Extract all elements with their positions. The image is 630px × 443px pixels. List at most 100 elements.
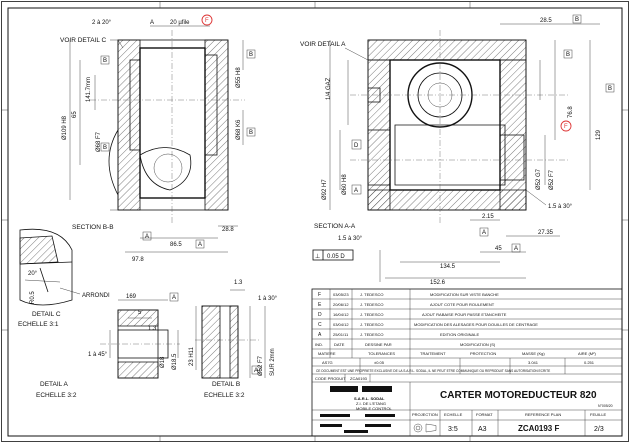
label-voir-detail-c: VOIR DETAIL C [60, 37, 107, 44]
rev-marker-2 [560, 120, 572, 132]
dim-18: Ø18 [160, 356, 166, 368]
label-detail-b: DETAIL B [212, 381, 240, 388]
svg-text:MOBILE CONTROL: MOBILE CONTROL [356, 406, 393, 411]
dim-141: 141.7mm [86, 77, 92, 102]
label-voir-detail-a: VOIR DETAIL A [300, 41, 346, 48]
dim-52g7: Ø52 G7 [536, 168, 542, 190]
dim-97-8: 97.8 [132, 257, 144, 263]
dim-1-3: 1.3 [148, 326, 157, 332]
svg-text:03/04/12: 03/04/12 [333, 322, 349, 327]
dim-52f7-b: Ø52 F7 [258, 355, 264, 376]
label-section-aa: SECTION A-A [314, 223, 356, 230]
revision-header: IND. DATE DESSINE PAR MODIFICATION (S) [315, 342, 496, 347]
revision-row-a: A 25/01/11 J. TEDESCO EDITION ORIGINALE [318, 332, 479, 338]
label-detail-b-scale: ECHELLE 3:2 [204, 392, 245, 399]
svg-text:J. TEDESCO: J. TEDESCO [360, 322, 384, 327]
svg-text:AS7G: AS7G [322, 360, 333, 365]
svg-text:A: A [482, 230, 486, 236]
revision-row-c: C 03/04/12 J. TEDESCO MODIFICATION DES A… [318, 322, 538, 328]
dim-76-8: 76.8 [568, 106, 574, 118]
dim-5: 5 [138, 310, 142, 316]
dim-2a20: 2 à 20° [92, 20, 112, 26]
svg-text:FEUILLE: FEUILLE [590, 412, 607, 417]
svg-text:AJOUT RABAISE POUR PASSE ETANC: AJOUT RABAISE POUR PASSE ETANCHEITE [422, 312, 507, 317]
svg-text:A: A [318, 332, 322, 338]
svg-text:20/06/12: 20/06/12 [333, 302, 349, 307]
dim-1a45: 1 à 45° [88, 352, 108, 358]
svg-text:A: A [145, 234, 149, 240]
dim-68f7: Ø68 F7 [96, 131, 102, 152]
revision-row-d: D 16/04/12 J. TEDESCO AJOUT RABAISE POUR… [318, 312, 507, 318]
svg-text:EDITION ORIGINALE: EDITION ORIGINALE [440, 332, 479, 337]
dim-2-15: 2.15 [482, 214, 494, 220]
scale-value: 3:5 [448, 426, 458, 433]
svg-text:MODIFICATION SUR VISTE BANCHE: MODIFICATION SUR VISTE BANCHE [430, 292, 499, 297]
code-product-label: CODE PRODUIT [315, 376, 346, 381]
label-detail-c: DETAIL C [32, 311, 61, 318]
section-aa-dims [329, 23, 600, 282]
svg-text:0.251: 0.251 [584, 360, 595, 365]
dim-109: Ø109 H8 [62, 115, 68, 140]
drawing-title: CARTER MOTOREDUCTEUR 820 [440, 390, 597, 401]
svg-text:0.05 D: 0.05 D [327, 254, 345, 260]
svg-text:A: A [172, 295, 176, 301]
svg-text:F: F [564, 124, 568, 130]
material-value-row: AS7G ±0.05 3.041 0.251 [322, 360, 595, 365]
svg-text:E: E [318, 302, 322, 308]
svg-text:B: B [575, 17, 579, 23]
dim-65: 65 [72, 111, 78, 118]
svg-text:B: B [608, 86, 612, 92]
svg-text:A: A [198, 242, 202, 248]
detail-b-dims [195, 289, 266, 378]
svg-text:J. TEDESCO: J. TEDESCO [360, 312, 384, 317]
svg-text:MATIERE: MATIERE [318, 351, 336, 356]
material-header-row: MATIERE TOLERANCES TRAITEMENT PROTECTION… [318, 351, 596, 356]
dim-169: 169 [126, 294, 137, 300]
svg-text:03/05/23: 03/05/23 [333, 292, 349, 297]
svg-text:FORMAT: FORMAT [476, 412, 493, 417]
dim-20: 20 µfile [170, 20, 190, 26]
svg-text:PROTECTION: PROTECTION [470, 351, 496, 356]
svg-text:±0.05: ±0.05 [374, 360, 385, 365]
svg-text:A: A [354, 188, 358, 194]
label-detail-a: DETAIL A [40, 381, 68, 388]
svg-text:C: C [318, 322, 322, 328]
dim-52f7-r: Ø52 F7 [549, 169, 555, 190]
svg-text:MODIFICATION DES ALESAGES POUR: MODIFICATION DES ALESAGES POUR DOUILLES … [414, 322, 538, 327]
dim-86-5: 86.5 [170, 242, 182, 248]
svg-text:PROJECTION: PROJECTION [412, 412, 438, 417]
svg-text:16/04/12: 16/04/12 [333, 312, 349, 317]
svg-text:AJOUT COTE POUR ROULEMENT: AJOUT COTE POUR ROULEMENT [430, 302, 495, 307]
svg-text:J. TEDESCO: J. TEDESCO [360, 292, 384, 297]
svg-text:AIRE (M²): AIRE (M²) [578, 351, 596, 356]
dim-60h8: Ø60 H8 [342, 174, 348, 195]
drawn-number: N°005/20 [598, 404, 613, 408]
svg-text:DATE: DATE [334, 342, 345, 347]
dim-1-5-30-b: 1.5 à 30° [338, 236, 363, 242]
label-detail-a-scale: ECHELLE 3:2 [36, 392, 77, 399]
svg-text:MASSE (Kg): MASSE (Kg) [522, 351, 545, 356]
svg-text:25/01/11: 25/01/11 [333, 332, 349, 337]
sheet-value: 2/3 [594, 426, 604, 433]
svg-text:D: D [318, 312, 322, 318]
svg-text:B: B [249, 52, 253, 58]
dim-68k6: Ø68 K6 [236, 119, 242, 140]
svg-text:ECHELLE: ECHELLE [444, 412, 463, 417]
dim-1-3-b: 1.3 [234, 280, 243, 286]
svg-text:MODIFICATION (S): MODIFICATION (S) [460, 342, 496, 347]
detail-b-view [195, 305, 260, 379]
svg-text:TRAITEMENT: TRAITEMENT [420, 351, 446, 356]
detail-a-view [100, 309, 180, 379]
svg-text:3.041: 3.041 [528, 360, 539, 365]
gaz-note: 1/4 GAZ [326, 77, 332, 100]
svg-text:J. TEDESCO: J. TEDESCO [360, 332, 384, 337]
svg-text:A: A [514, 246, 518, 252]
dim-28-5: 28.5 [540, 18, 552, 24]
svg-text:DESSINE PAR: DESSINE PAR [365, 342, 392, 347]
section-aa-view [350, 30, 570, 225]
dim-1-5-30-a: 1.5 à 30° [548, 204, 573, 210]
dim-134-5: 134.5 [440, 264, 456, 270]
dim-28-8: 28.8 [222, 227, 234, 233]
svg-text:S.A.R.L. SODAL: S.A.R.L. SODAL [354, 396, 385, 401]
